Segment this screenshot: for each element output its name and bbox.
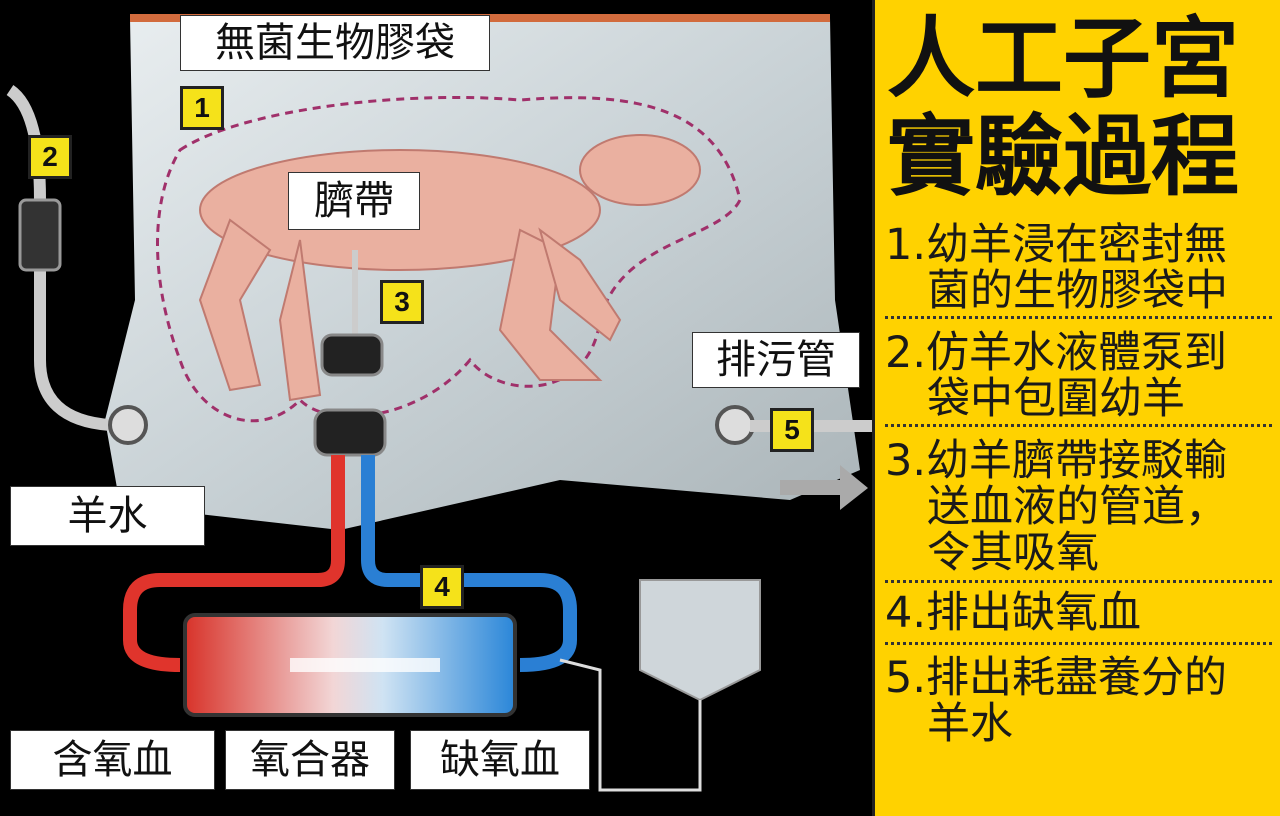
step-3-line1: 3.幼羊臍帶接駁輸 [885, 436, 1228, 486]
oxygenator [183, 613, 517, 717]
step-1: 1.幼羊浸在密封無 菌的生物膠袋中 [885, 222, 1276, 314]
process-panel: 人工子宮 實驗過程 1.幼羊浸在密封無 菌的生物膠袋中 2.仿羊水液體泵到 袋中… [872, 0, 1280, 816]
step-3: 3.幼羊臍帶接駁輸 送血液的管道， 令其吸氧 [885, 438, 1276, 576]
step-3-line3: 令其吸氧 [927, 528, 1099, 578]
iv-bag [559, 579, 761, 792]
oxygenated-blood-label: 含氧血 [10, 730, 215, 790]
oxygenator-label: 氧合器 [225, 730, 395, 790]
marker-2: 2 [28, 135, 72, 179]
divider [885, 580, 1272, 583]
step-2-line1: 2.仿羊水液體泵到 [885, 328, 1228, 378]
umbilical-label: 臍帶 [288, 172, 420, 230]
divider [885, 424, 1272, 427]
step-1-line2: 菌的生物膠袋中 [927, 266, 1228, 316]
step-4: 4.排出缺氧血 [885, 590, 1276, 636]
step-3-line2: 送血液的管道， [927, 482, 1228, 532]
step-5-line2: 羊水 [927, 699, 1013, 749]
step-1-line1: 1.幼羊浸在密封無 [885, 220, 1228, 270]
divider [885, 316, 1272, 319]
artificial-womb-illustration [6, 14, 872, 792]
step-2: 2.仿羊水液體泵到 袋中包圍幼羊 [885, 330, 1276, 422]
marker-5: 5 [770, 408, 814, 452]
step-5-line1: 5.排出耗盡養分的 [885, 653, 1228, 703]
step-4-line1: 4.排出缺氧血 [885, 588, 1142, 638]
left-inlet-tube [6, 85, 148, 445]
marker-1: 1 [180, 86, 224, 130]
step-5: 5.排出耗盡養分的 羊水 [885, 655, 1276, 747]
drain-tube-label: 排污管 [692, 332, 860, 388]
bag-label: 無菌生物膠袋 [180, 15, 490, 71]
marker-3: 3 [380, 280, 424, 324]
marker-4: 4 [420, 565, 464, 609]
divider [885, 642, 1272, 645]
umbilical-connector [313, 250, 387, 457]
panel-title-line1: 人工子宮 [887, 6, 1240, 110]
step-2-line2: 袋中包圍幼羊 [927, 374, 1185, 424]
deoxygenated-blood-label: 缺氧血 [410, 730, 590, 790]
amniotic-fluid-label: 羊水 [10, 486, 205, 546]
panel-title-line2: 實驗過程 [887, 104, 1240, 208]
blood-tubes [123, 455, 577, 672]
